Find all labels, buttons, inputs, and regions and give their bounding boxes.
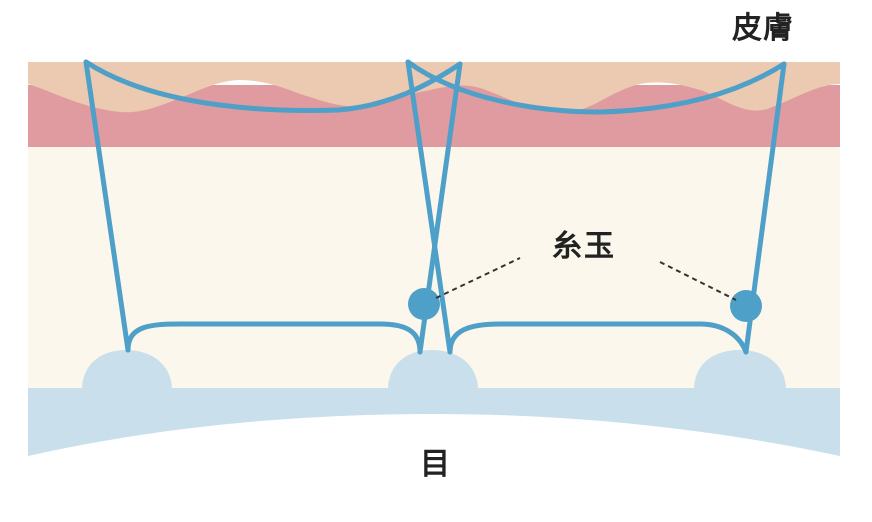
eye-label: 目 (420, 447, 450, 482)
skin-label: 皮膚 (732, 11, 794, 46)
suture-left-bottom (125, 321, 423, 355)
tarsal-bump-right (694, 350, 786, 390)
epidermis-layer (28, 62, 840, 113)
tarsal-bump-center (388, 350, 478, 390)
tarsal-bump-left (82, 350, 172, 390)
leader-line-left (435, 257, 521, 299)
suture-left-outer (83, 59, 131, 353)
suture-threads (83, 59, 787, 355)
suture-right-inner (405, 59, 453, 355)
eyeball-shape (28, 388, 840, 456)
knot-label: 糸玉 (552, 229, 616, 264)
suture-right-arc (405, 59, 787, 115)
suture-right-bottom (447, 321, 749, 355)
suture-left-arc (83, 59, 463, 113)
suture-knot-icon (730, 290, 762, 322)
suture-knot-icon (408, 288, 440, 320)
